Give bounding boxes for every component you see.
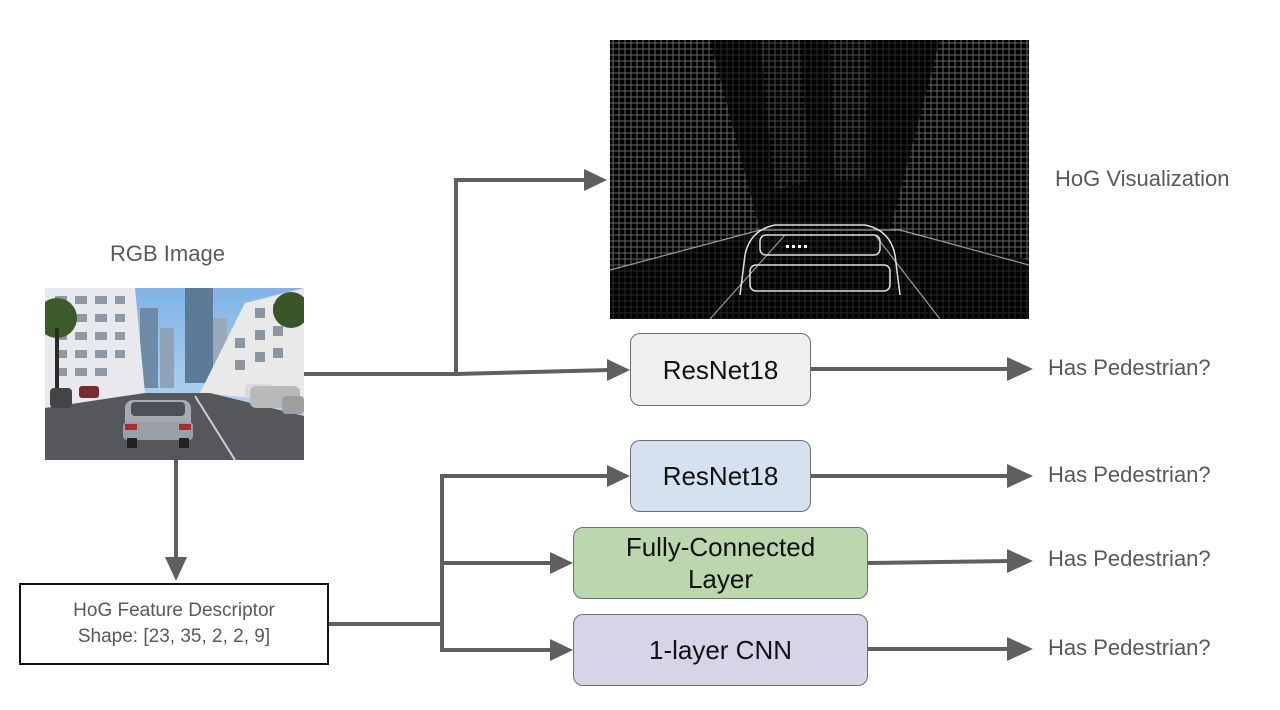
arrowhead-hog-visualization <box>584 169 607 191</box>
arrow-rgb-to-hog-visualization <box>304 178 588 376</box>
hog-feature-descriptor-box: HoG Feature Descriptor Shape: [23, 35, 2… <box>19 583 329 665</box>
model-box-1-layer-cnn: 1-layer CNN <box>573 614 868 686</box>
arrowhead-output-2 <box>1007 464 1033 488</box>
model-label-fully-connected: Fully-Connected Layer <box>625 532 816 594</box>
arrowhead-resnet18-b <box>607 465 630 487</box>
model-label-resnet18-hog: ResNet18 <box>662 461 779 491</box>
descriptor-shape: Shape: [23, 35, 2, 2, 9] <box>77 626 271 647</box>
model-label-1-layer-cnn: 1-layer CNN <box>648 635 793 665</box>
arrowhead-output-1 <box>1007 357 1033 381</box>
arrow-descriptor-to-resnet18-b <box>329 474 610 626</box>
descriptor-title: HoG Feature Descriptor <box>73 600 275 621</box>
arrowhead-output-4 <box>1007 637 1033 661</box>
arrow-rgb-to-resnet18-a <box>455 368 611 376</box>
arrowhead-cnn <box>550 639 573 661</box>
arrow-descriptor-to-cnn <box>440 624 553 652</box>
hog-visualization-image <box>610 40 1029 319</box>
output-label-1: Has Pedestrian? <box>1048 355 1211 380</box>
arrowhead-fc <box>550 552 573 574</box>
output-label-2: Has Pedestrian? <box>1048 462 1211 487</box>
arrowhead-output-3 <box>1007 549 1033 573</box>
rgb-image-title: RGB Image <box>110 241 225 266</box>
arrowhead-resnet18-a <box>607 359 630 381</box>
model-box-resnet18-hog: ResNet18 <box>630 440 811 512</box>
arrowhead-descriptor <box>165 557 187 581</box>
output-label-3: Has Pedestrian? <box>1048 546 1211 571</box>
model-box-resnet18-rgb: ResNet18 <box>630 333 811 406</box>
output-label-4: Has Pedestrian? <box>1048 635 1211 660</box>
hog-visualization-title: HoG Visualization <box>1055 166 1230 191</box>
arrow-fc-output <box>867 559 1011 565</box>
model-box-fully-connected: Fully-Connected Layer <box>573 527 868 599</box>
model-label-resnet18-rgb: ResNet18 <box>662 354 779 385</box>
rgb-street-image <box>45 288 304 460</box>
